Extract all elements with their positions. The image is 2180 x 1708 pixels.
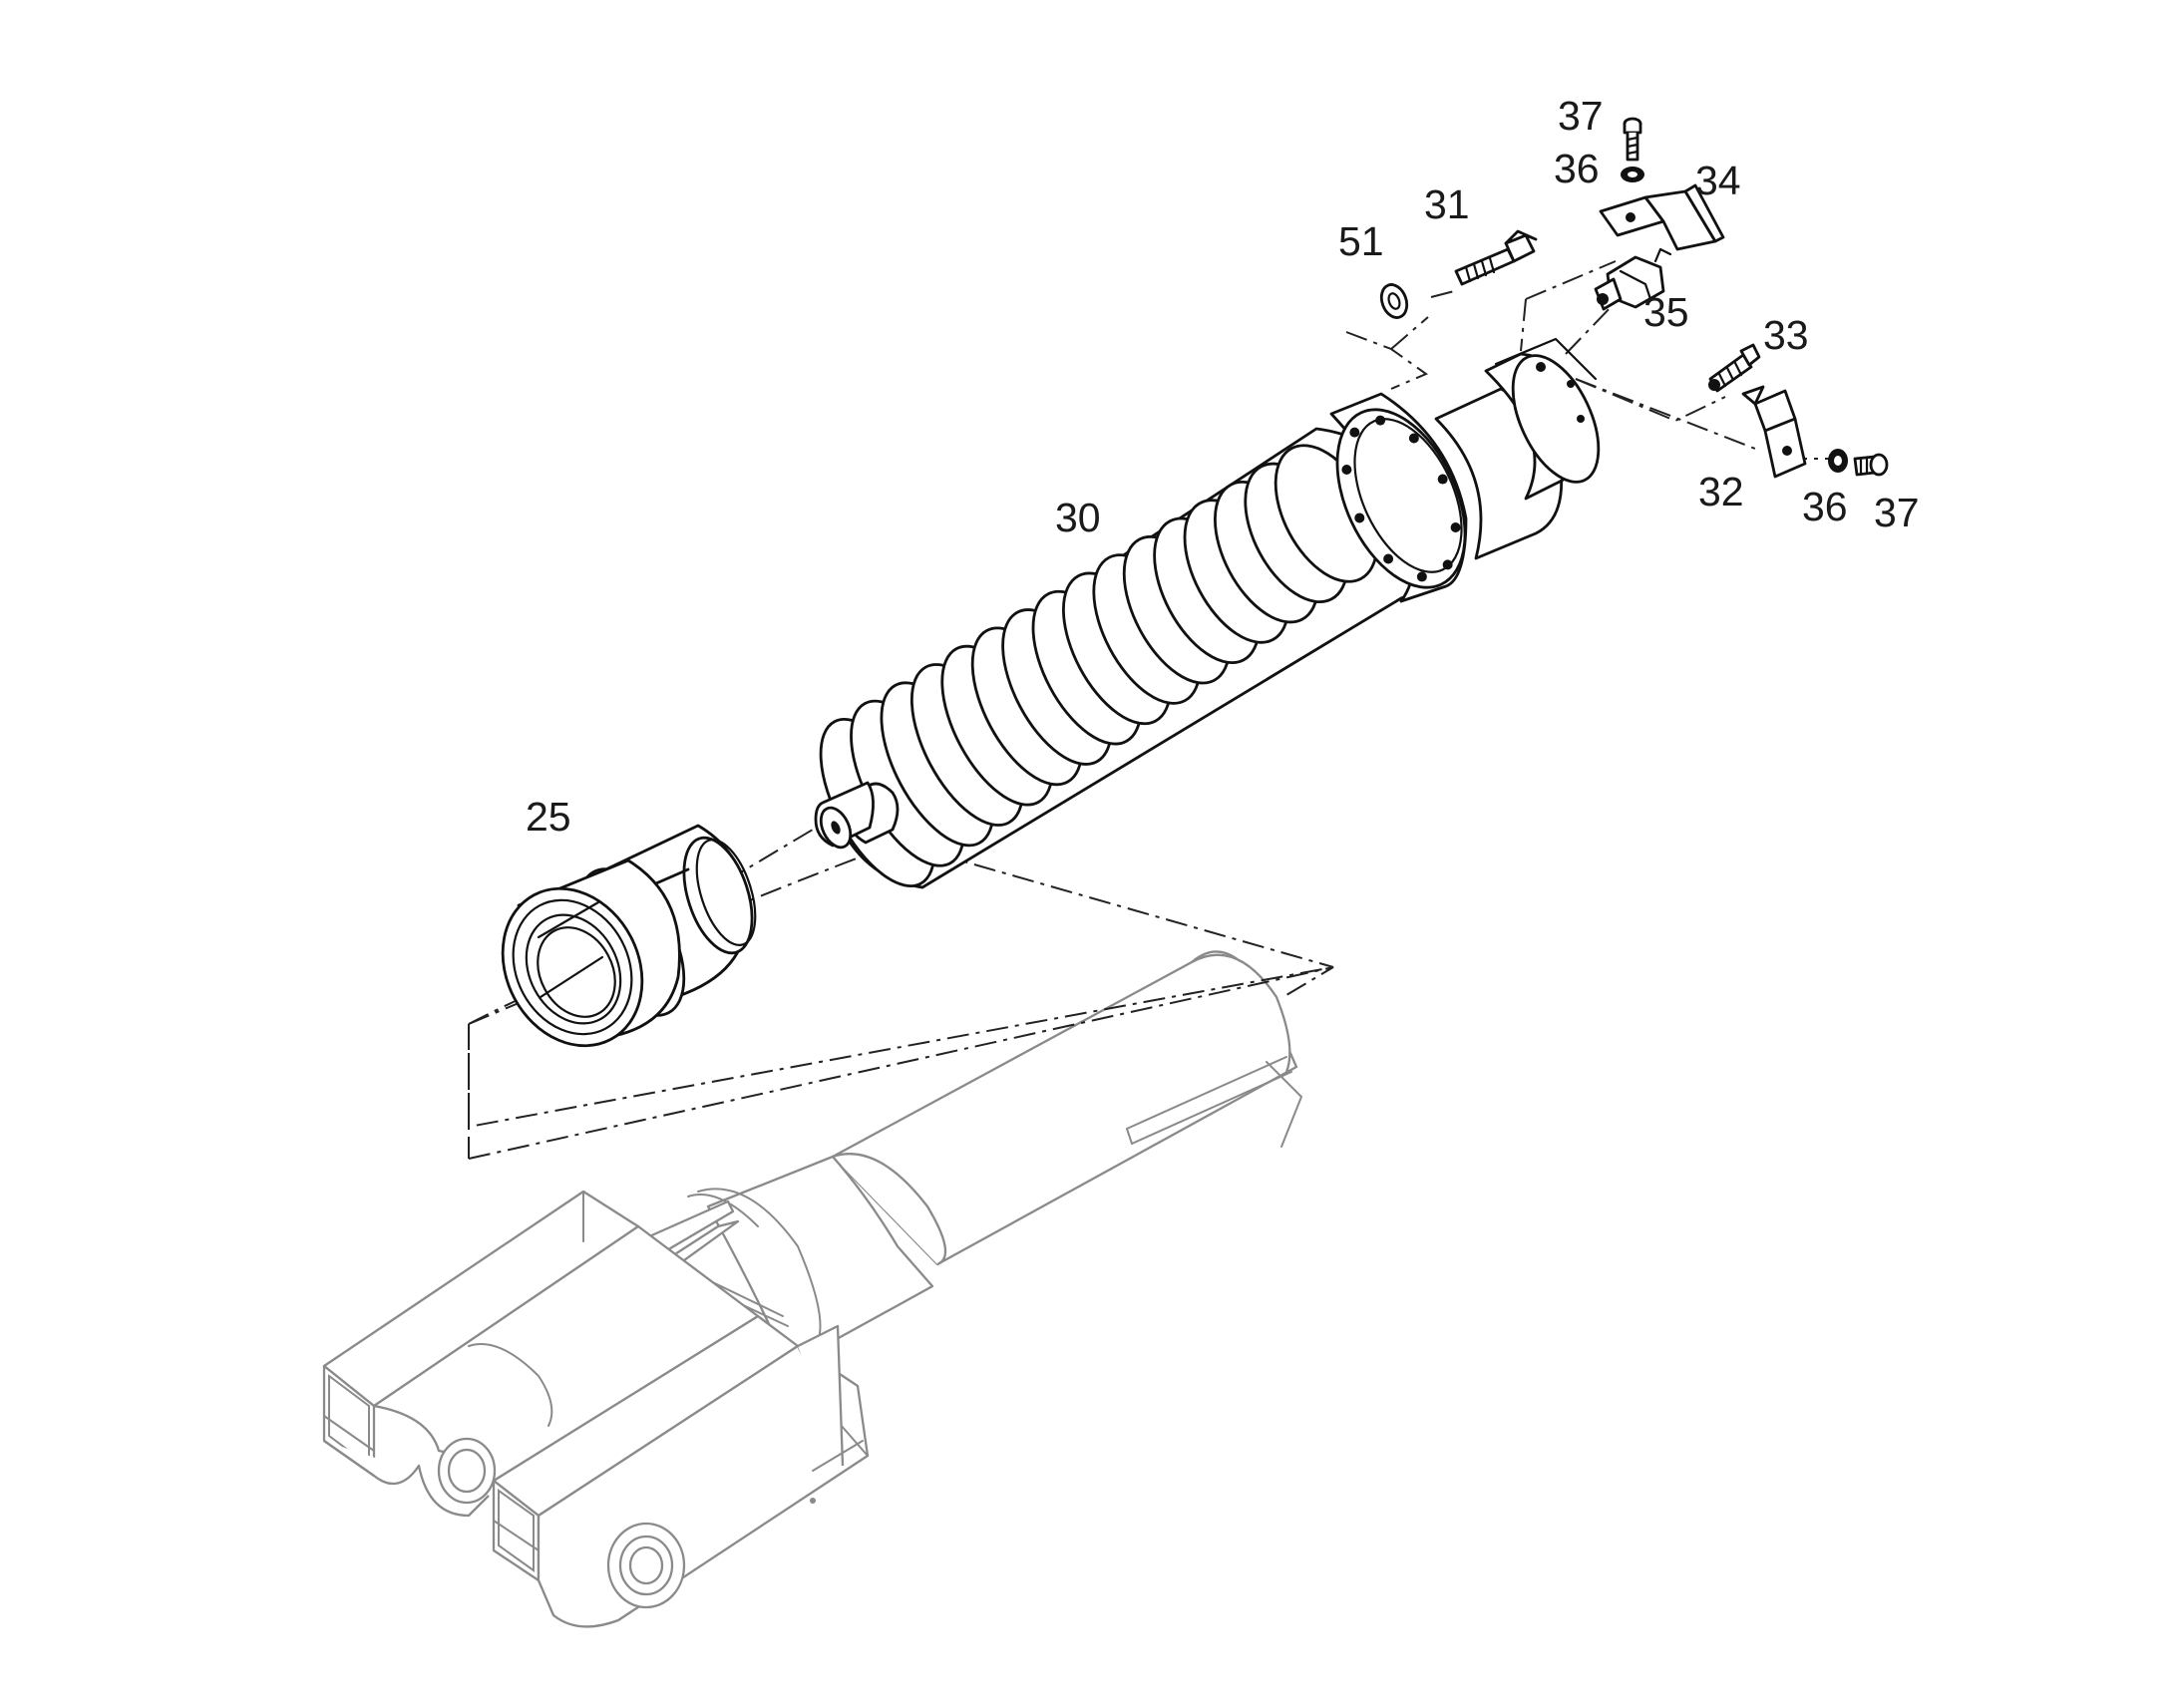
callout-37-top: 37 [1558, 93, 1604, 139]
flange-bolt-hole [1341, 464, 1352, 475]
callout-30: 30 [1055, 495, 1101, 540]
flange-bolt-hole [1354, 512, 1365, 523]
callout-35: 35 [1643, 289, 1689, 335]
part-36-top-washer [1621, 167, 1644, 182]
part-25-bushing [501, 824, 757, 1048]
flange-bolt-hole [1450, 522, 1461, 533]
part-31-bolt [1454, 229, 1538, 286]
flange-bolt-hole [1416, 571, 1427, 582]
callout-33: 33 [1763, 312, 1809, 358]
callout-36-top: 36 [1554, 146, 1600, 191]
callout-36-right: 36 [1802, 484, 1848, 529]
part-51-washer [1379, 283, 1409, 319]
callout-32: 32 [1698, 469, 1744, 514]
part-37-right-screw [1853, 453, 1889, 477]
flange-bolt-hole [1408, 433, 1419, 444]
part-34-bracket [1599, 183, 1725, 251]
flange-bolt-hole [1442, 559, 1453, 570]
flange-bolt-hole [1375, 415, 1386, 426]
part-35-fitting [1594, 247, 1672, 311]
part-37-top-screw [1623, 117, 1642, 162]
part-33-sensor [1708, 343, 1761, 393]
flange-bolt-hole [1349, 427, 1360, 438]
part-30-cylinder [814, 337, 1601, 889]
callout-25: 25 [526, 794, 571, 840]
callout-51: 51 [1338, 218, 1384, 264]
flange-bolt-hole [1437, 474, 1448, 485]
callout-labels: 25 30 31 32 33 34 35 36 36 37 37 51 [526, 93, 1920, 840]
callout-34: 34 [1695, 158, 1741, 203]
callout-37-right: 37 [1874, 490, 1920, 535]
part-36-right-washer [1828, 449, 1848, 473]
flange-bolt-hole [1383, 553, 1394, 564]
housing-assembly [322, 950, 1303, 1628]
callout-31: 31 [1424, 181, 1470, 227]
part-32-plate [1741, 385, 1807, 479]
